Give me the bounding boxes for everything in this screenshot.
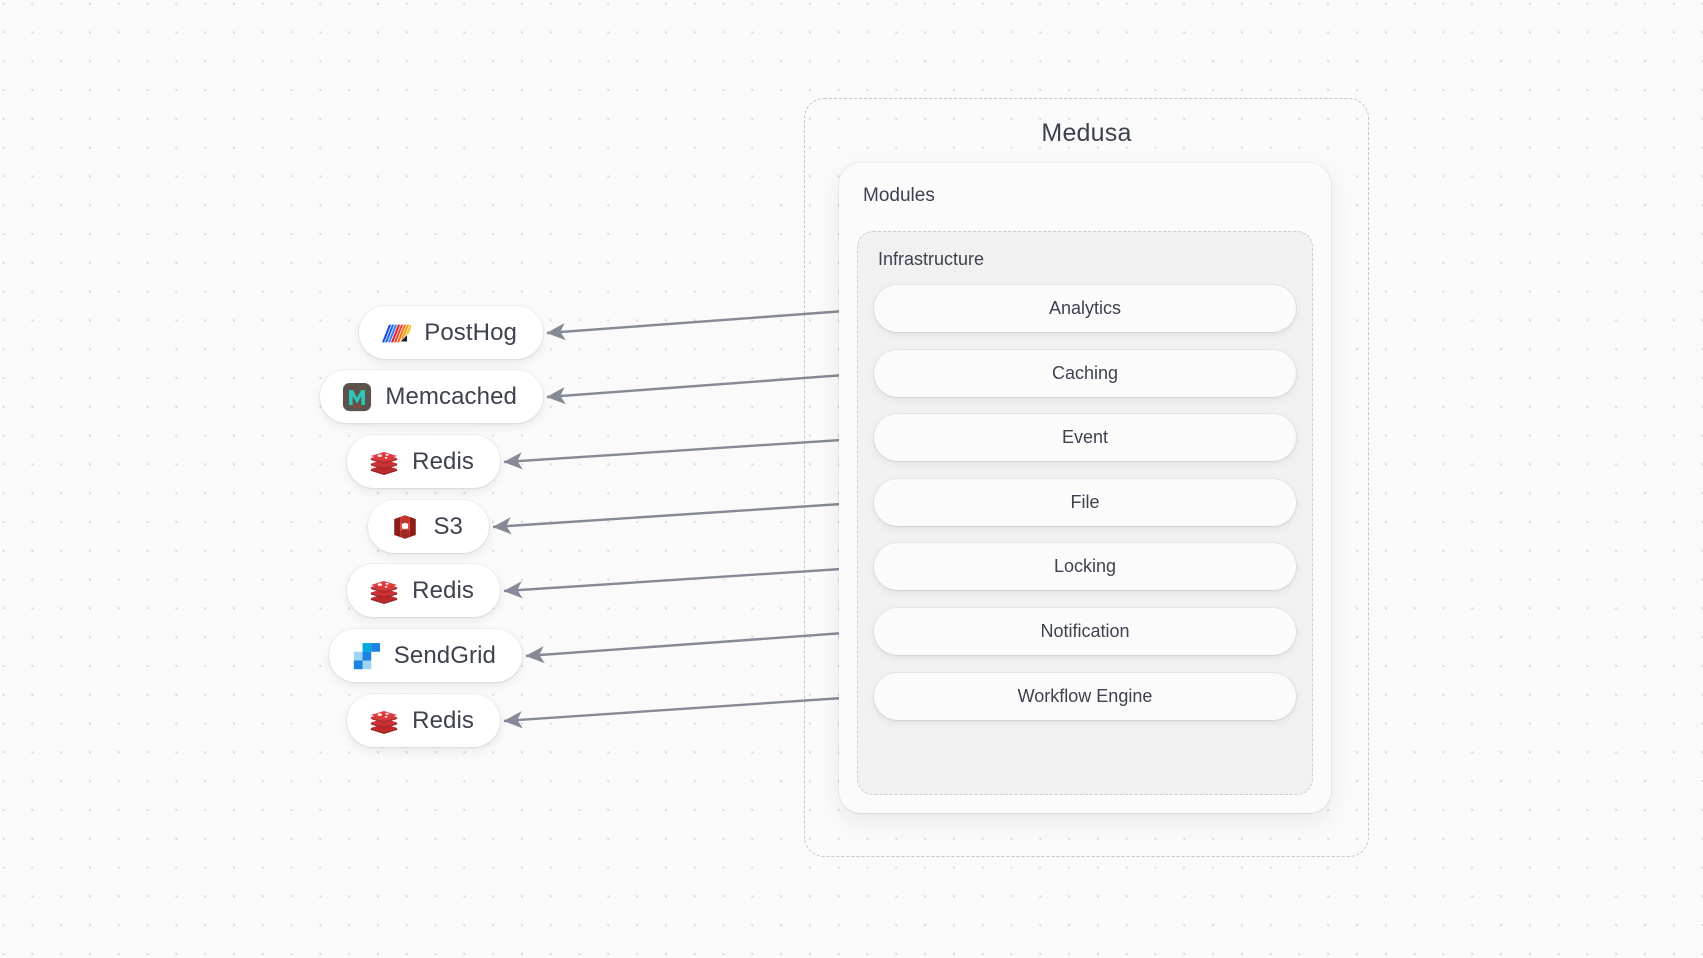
service-node-label: Redis xyxy=(412,706,474,734)
service-node-label: Memcached xyxy=(385,382,517,410)
module-pill-event[interactable]: Event xyxy=(874,414,1296,462)
service-node-label: PostHog xyxy=(424,318,517,346)
sendgrid-icon xyxy=(353,642,380,669)
module-pill-label: File xyxy=(1070,491,1100,512)
memcached-icon xyxy=(343,382,372,411)
service-node-sendgrid-5[interactable]: SendGrid xyxy=(328,629,522,682)
service-node-redis-6[interactable]: Redis xyxy=(347,694,500,747)
service-node-memcached-1[interactable]: Memcached xyxy=(320,370,543,423)
module-pill-label: Locking xyxy=(1053,556,1117,577)
module-pill-label: Analytics xyxy=(1048,298,1122,318)
service-node-label: SendGrid xyxy=(393,641,496,669)
posthog-icon xyxy=(382,324,412,342)
service-node-label: Redis xyxy=(412,447,474,475)
module-pill-analytics[interactable]: Analytics xyxy=(874,285,1296,332)
service-node-s3-3[interactable]: S3 xyxy=(368,500,489,553)
service-node-label: Redis xyxy=(412,576,474,604)
redis-icon xyxy=(371,451,398,475)
module-pill-caching[interactable]: Caching xyxy=(874,349,1296,397)
module-pill-file[interactable]: File xyxy=(874,478,1296,526)
s3-icon xyxy=(394,514,417,539)
medusa-group-container: Medusa xyxy=(804,98,1369,857)
service-node-redis-4[interactable]: Redis xyxy=(347,564,500,617)
service-node-redis-2[interactable]: Redis xyxy=(347,435,500,488)
service-node-label: S3 xyxy=(433,512,463,540)
module-pill-locking[interactable]: Locking xyxy=(874,543,1296,591)
redis-icon xyxy=(371,580,398,604)
module-pill-notification[interactable]: Notification xyxy=(874,607,1296,655)
module-pill-label: Event xyxy=(1061,427,1109,448)
module-pill-label: Notification xyxy=(1040,620,1130,641)
medusa-group-title: Medusa xyxy=(1041,119,1132,147)
modules-card-title: Modules xyxy=(863,185,935,206)
module-pill-workflow-engine[interactable]: Workflow Engine xyxy=(874,672,1296,720)
redis-icon xyxy=(371,710,398,734)
service-node-posthog-0[interactable]: PostHog xyxy=(359,306,543,359)
module-pill-label: Workflow Engine xyxy=(1017,685,1153,706)
infrastructure-group-title: Infrastructure xyxy=(878,249,985,269)
module-pill-label: Caching xyxy=(1051,362,1119,383)
